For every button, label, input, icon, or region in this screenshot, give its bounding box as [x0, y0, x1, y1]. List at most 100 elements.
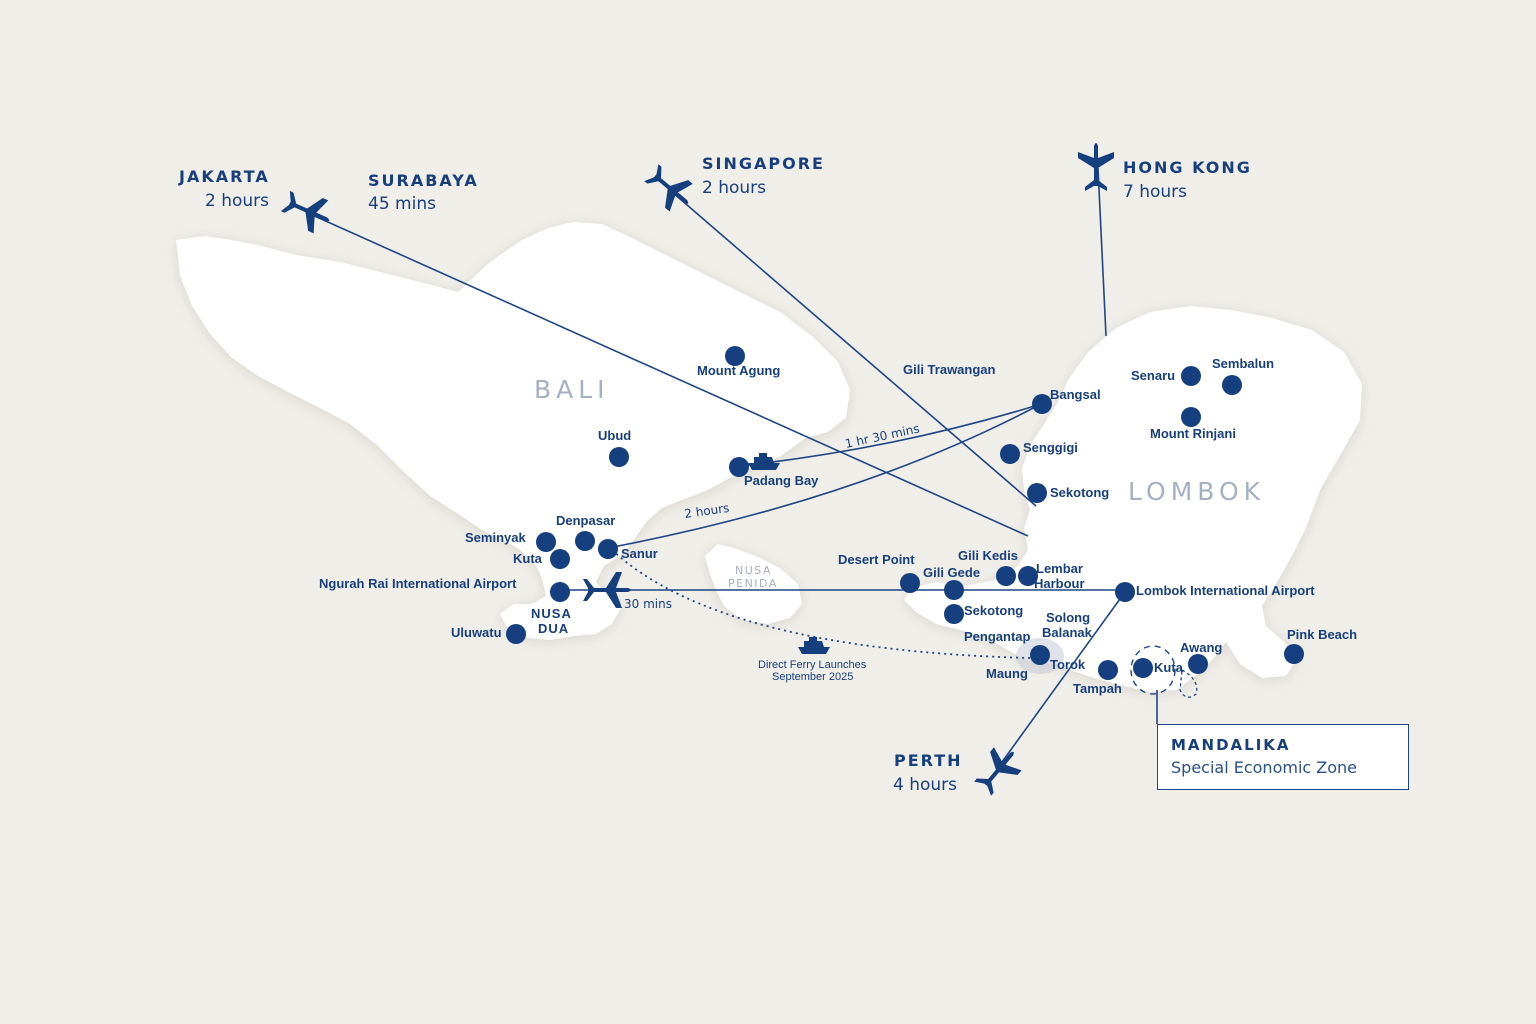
- label-kuta: Kuta: [513, 551, 543, 566]
- bali-island: [176, 222, 850, 640]
- city-perth-name: PERTH: [894, 751, 963, 770]
- route-perth: [1001, 591, 1126, 763]
- city-surabaya-name: SURABAYA: [368, 171, 479, 190]
- location-dot-kuta-lombok[interactable]: [1133, 658, 1153, 678]
- label-desert-point: Desert Point: [838, 552, 915, 567]
- city-singapore-time: 2 hours: [702, 178, 766, 198]
- location-dot-senggigi[interactable]: [1000, 444, 1020, 464]
- label-sembalun: Sembalun: [1212, 356, 1274, 371]
- mandalika-zone-outline-east: [1179, 668, 1198, 698]
- location-dot-sanur[interactable]: [598, 539, 618, 559]
- city-singapore-name: SINGAPORE: [702, 154, 825, 173]
- label-lembar-harbour-2: Harbour: [1034, 576, 1085, 591]
- route-ferry-sanur: [611, 549, 1031, 659]
- label-sanur: Sanur: [621, 546, 658, 561]
- label-nusa-dua-1: NUSA: [531, 606, 572, 621]
- label-senaru: Senaru: [1131, 368, 1175, 383]
- plane-icon: [278, 184, 337, 237]
- location-dot-seminyak[interactable]: [536, 532, 556, 552]
- city-hong-kong-time: 7 hours: [1123, 182, 1187, 202]
- label-seminyak: Seminyak: [465, 530, 526, 545]
- route-padang-bangsal: [739, 403, 1042, 467]
- label-senggigi: Senggigi: [1023, 440, 1078, 455]
- location-dot-sekotong-south[interactable]: [944, 604, 964, 624]
- location-dot-lembar-harbour[interactable]: [1018, 566, 1038, 586]
- mandalika-zone-outline: [1130, 645, 1176, 695]
- nusa-penida-label-1: NUSA: [735, 564, 772, 577]
- label-gili-kedis: Gili Kedis: [958, 548, 1018, 563]
- label-nusa-dua-2: DUA: [538, 621, 569, 636]
- label-awang: Awang: [1180, 640, 1222, 655]
- lombok-island: [904, 306, 1362, 692]
- label-denpasar: Denpasar: [556, 513, 615, 528]
- label-solong-balanak-2: Balanak: [1042, 625, 1093, 640]
- location-dot-lombok-airport[interactable]: [1115, 582, 1135, 602]
- label-tampah: Tampah: [1073, 681, 1122, 696]
- label-mount-agung: Mount Agung: [697, 363, 780, 378]
- label-route-bangsal-sanur: 2 hours: [683, 501, 730, 521]
- nusa-penida-label-2: PENIDA: [728, 577, 778, 590]
- location-dot-denpasar[interactable]: [575, 531, 595, 551]
- label-torok: Torok: [1050, 657, 1086, 672]
- location-dot-bangsal[interactable]: [1032, 394, 1052, 414]
- route-hong-kong: [1097, 167, 1107, 337]
- mandalika-title: MANDALIKA: [1171, 736, 1291, 754]
- label-sekotong-north: Sekotong: [1050, 485, 1109, 500]
- plane-icon: [1078, 143, 1114, 191]
- city-jakarta-name: JAKARTA: [178, 167, 270, 186]
- label-mount-rinjani: Mount Rinjani: [1150, 426, 1236, 441]
- label-route-bangsal-padang: 1 hr 30 mins: [844, 421, 921, 450]
- lombok-label: LOMBOK: [1128, 477, 1265, 506]
- nusa-penida-island: [705, 544, 802, 624]
- label-pink-beach: Pink Beach: [1287, 627, 1357, 642]
- location-dot-pink-beach[interactable]: [1284, 644, 1304, 664]
- label-padang-bay: Padang Bay: [744, 473, 819, 488]
- label-solong-balanak-1: Solong: [1046, 610, 1090, 625]
- label-sekotong-south: Sekotong: [964, 603, 1023, 618]
- ferry-note-line-2: September 2025: [772, 671, 853, 683]
- location-dot-ngurah-rai[interactable]: [550, 582, 570, 602]
- location-dot-kuta[interactable]: [550, 549, 570, 569]
- label-uluwatu: Uluwatu: [451, 625, 502, 640]
- mandalika-callout: MANDALIKA Special Economic Zone: [1157, 724, 1409, 790]
- label-gili-gede: Gili Gede: [923, 565, 980, 580]
- location-dot-awang[interactable]: [1188, 654, 1208, 674]
- label-lombok-airport: Lombok International Airport: [1136, 583, 1315, 598]
- label-bangsal: Bangsal: [1050, 387, 1101, 402]
- label-lembar-harbour-1: Lembar: [1036, 561, 1083, 576]
- location-dot-gili-gede[interactable]: [944, 580, 964, 600]
- location-dot-uluwatu[interactable]: [506, 624, 526, 644]
- location-dot-mount-rinjani[interactable]: [1181, 407, 1201, 427]
- label-ubud: Ubud: [598, 428, 631, 443]
- location-dots: [506, 346, 1304, 680]
- location-dot-desert-point[interactable]: [900, 573, 920, 593]
- label-pengantap: Pengantap: [964, 629, 1031, 644]
- location-dot-tampah[interactable]: [1098, 660, 1118, 680]
- ferry-note-line-1: Direct Ferry Launches: [758, 659, 867, 671]
- location-dot-padang-bay[interactable]: [729, 457, 749, 477]
- location-dot-senaru[interactable]: [1181, 366, 1201, 386]
- route-sanur-bangsal: [607, 403, 1042, 549]
- route-jakarta: [309, 213, 1029, 537]
- label-ngurah-rai: Ngurah Rai International Airport: [319, 576, 517, 591]
- label-route-airport: 30 mins: [624, 597, 672, 611]
- route-singapore: [671, 191, 1037, 507]
- bali-label: BALI: [534, 375, 610, 404]
- place-labels: Mount Agung Ubud Padang Bay Denpasar Sem…: [319, 356, 1357, 696]
- label-maung: Maung: [986, 666, 1028, 681]
- routes: [309, 167, 1158, 763]
- landmasses: [176, 222, 1362, 692]
- location-dot-sembalun[interactable]: [1222, 375, 1242, 395]
- city-hong-kong-name: HONG KONG: [1123, 158, 1252, 177]
- label-kuta-lombok: Kuta: [1154, 660, 1184, 675]
- location-dot-sekotong-north[interactable]: [1027, 483, 1047, 503]
- location-dot-torok[interactable]: [1030, 645, 1050, 665]
- location-dot-gili-kedis[interactable]: [996, 566, 1016, 586]
- city-perth-time: 4 hours: [893, 775, 957, 795]
- city-surabaya-time: 45 mins: [368, 194, 436, 214]
- mandalika-subtitle: Special Economic Zone: [1171, 758, 1358, 777]
- location-dot-mount-agung[interactable]: [725, 346, 745, 366]
- location-dot-ubud[interactable]: [609, 447, 629, 467]
- label-gili-trawangan: Gili Trawangan: [903, 362, 996, 377]
